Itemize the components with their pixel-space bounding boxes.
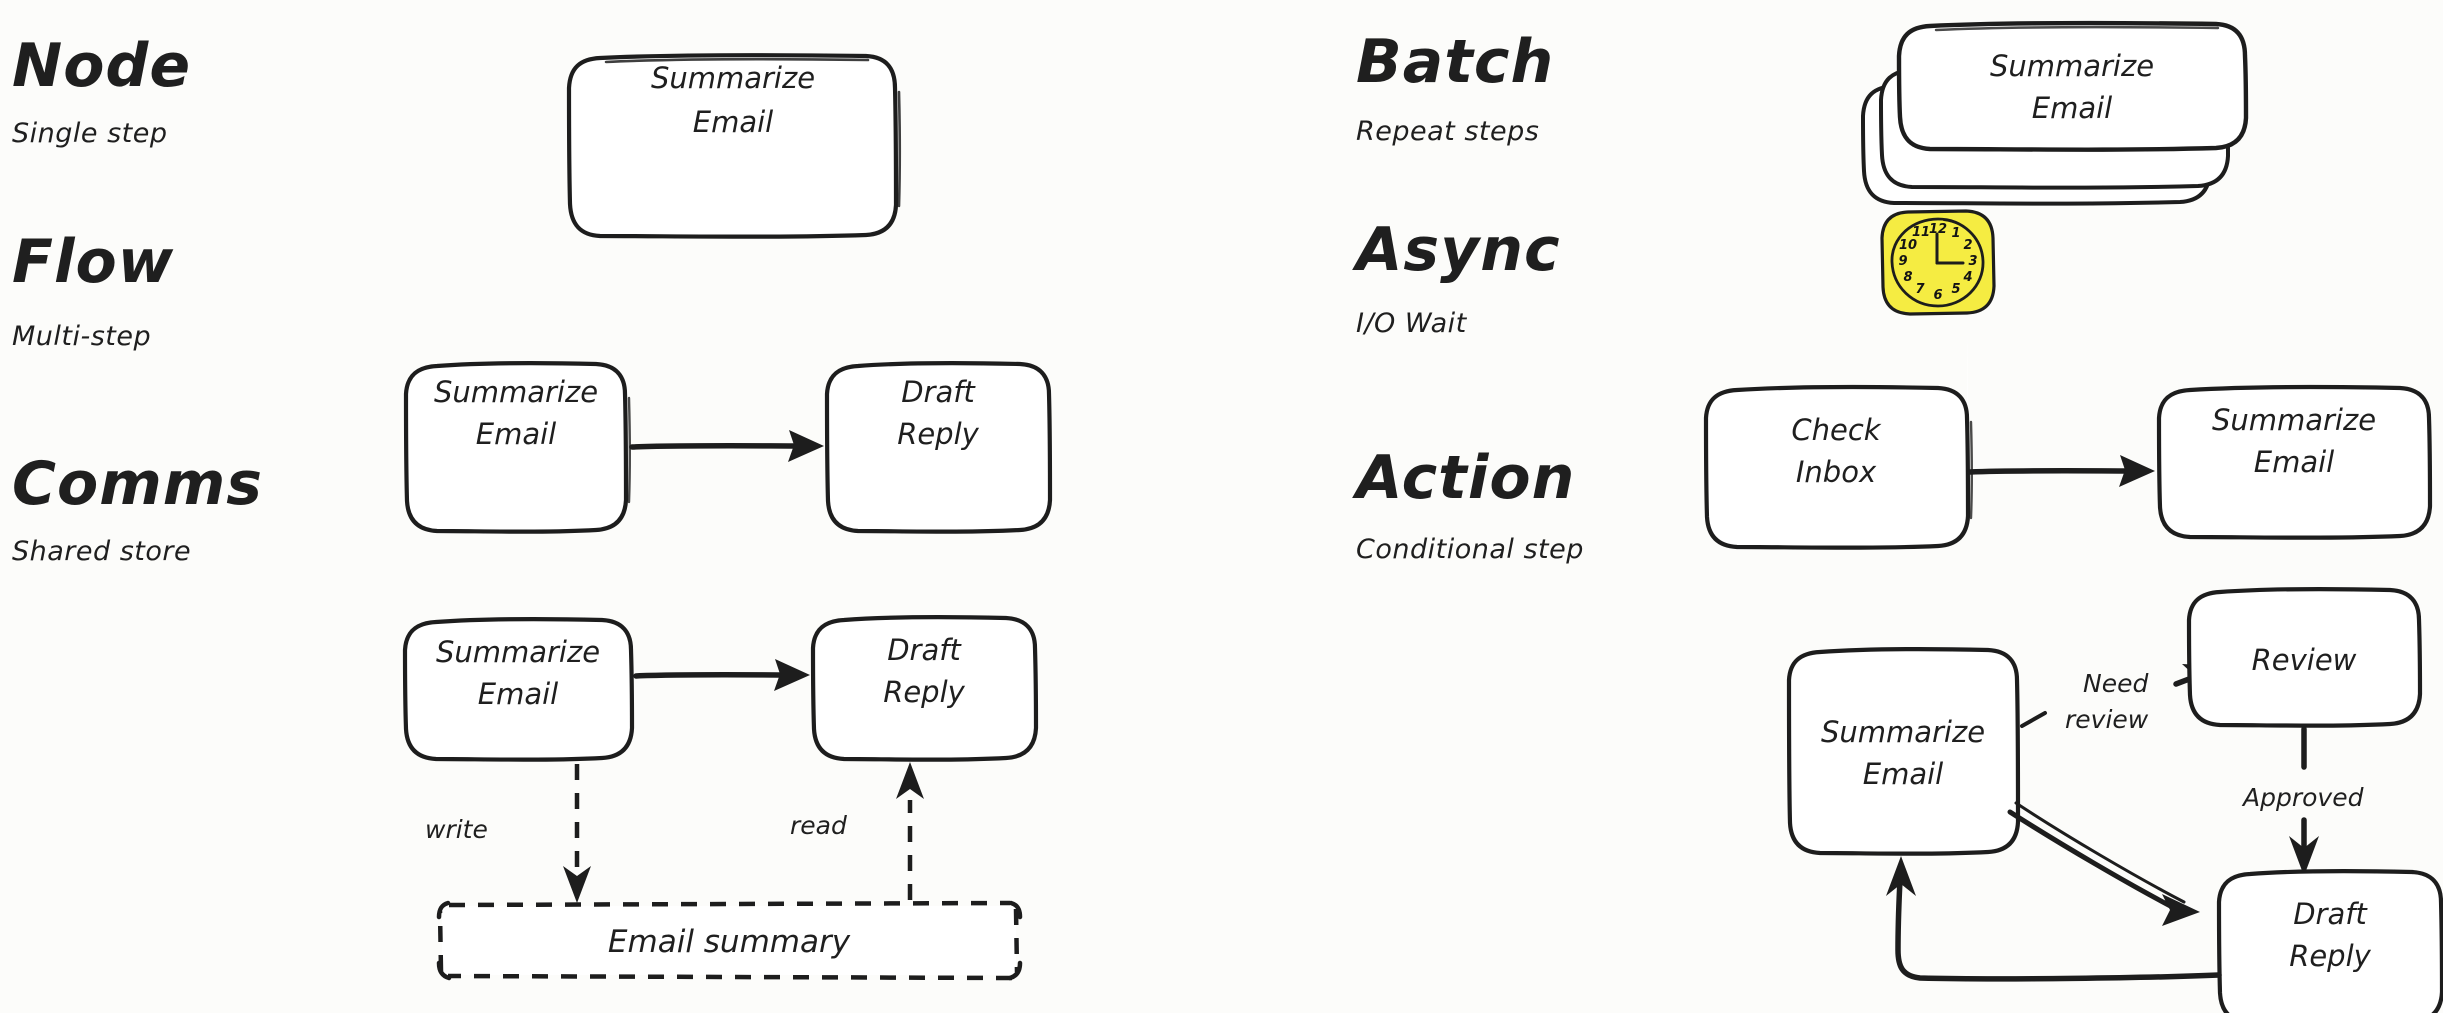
node-draft-reply-comms[interactable]: Draft Reply bbox=[810, 615, 1039, 762]
node-draft-reply-flow[interactable]: Draft Reply bbox=[824, 361, 1053, 534]
node-label-line2: Email bbox=[2254, 445, 2334, 479]
edge-label-review: review bbox=[2065, 705, 2149, 734]
section-batch-title: Batch bbox=[1356, 27, 1554, 97]
node-check-inbox[interactable]: Check Inbox bbox=[1703, 320, 1973, 550]
section-batch-subtitle: Repeat steps bbox=[1356, 116, 1539, 147]
node-label-line1: Draft bbox=[901, 375, 976, 409]
node-label-line2: Reply bbox=[2289, 939, 2371, 973]
store-label: Email summary bbox=[608, 924, 851, 960]
node-label-line2: Reply bbox=[897, 417, 979, 451]
edge-action-loop-back bbox=[1886, 856, 2222, 982]
clock-num-3: 3 bbox=[1968, 254, 1977, 269]
edge-label-read: read bbox=[790, 811, 847, 840]
action-title: Action bbox=[1352, 443, 1575, 513]
comms-subtitle: Shared store bbox=[12, 536, 191, 567]
edge-comms-write: write bbox=[425, 764, 591, 903]
clock-num-4: 4 bbox=[1962, 270, 1972, 285]
node-label-line2: Email bbox=[1863, 757, 1943, 791]
edge-flow-summarize-to-draft bbox=[629, 430, 824, 462]
node-label-line1: Summarize bbox=[1821, 715, 1985, 749]
edge-comms-read: read bbox=[790, 762, 924, 900]
edge-action-summarize-to-draft bbox=[2007, 801, 2200, 926]
node-label-line2: Email bbox=[476, 417, 556, 451]
node-summarize-email-flow[interactable]: Summarize Email bbox=[403, 361, 631, 534]
section-node: Node Single step Summarize Email bbox=[12, 31, 902, 239]
edge-comms-summarize-to-draft bbox=[633, 659, 810, 691]
node-label-line1: Summarize bbox=[651, 61, 815, 95]
edge-async-check-to-summarize bbox=[1967, 455, 2155, 487]
node-summarize-email-batch[interactable]: Summarize Email bbox=[1896, 20, 2249, 152]
section-comms: Comms Comms Comms Shared store Summarize… bbox=[12, 449, 1039, 981]
node-label-line1: Summarize bbox=[2212, 403, 2376, 437]
clock-num-11: 11 bbox=[1912, 225, 1930, 240]
section-async-title: Async bbox=[1352, 215, 1561, 285]
node-label-line2: Email bbox=[2032, 91, 2112, 125]
node-draft-reply-action[interactable]: Draft Reply bbox=[2216, 869, 2443, 1013]
clock-num-7: 7 bbox=[1915, 282, 1925, 297]
node-label-line2: Inbox bbox=[1796, 455, 1877, 489]
clock-num-12: 12 bbox=[1929, 222, 1947, 237]
clock-num-6: 6 bbox=[1933, 288, 1942, 303]
clock-icon: 12 1 2 3 4 5 6 7 8 9 10 11 bbox=[1880, 209, 1996, 316]
node-label-line2: Reply bbox=[883, 675, 965, 709]
edge-label-need: Need bbox=[2083, 669, 2148, 698]
clock-num-5: 5 bbox=[1951, 282, 1960, 297]
node-label-line1: Draft bbox=[2293, 897, 2368, 931]
clock-num-9: 9 bbox=[1898, 254, 1907, 269]
clock-num-10: 10 bbox=[1899, 238, 1917, 253]
section-flow: Flow Multi-step Summarize Email Draft Re… bbox=[12, 227, 1053, 534]
node-label-line1: Check bbox=[1791, 413, 1881, 447]
node-summarize-email-comms[interactable]: Summarize Email bbox=[402, 617, 635, 762]
node-label-line2: Email bbox=[478, 677, 558, 711]
edge-label-approved: Approved bbox=[2241, 783, 2364, 812]
clock-num-2: 2 bbox=[1963, 238, 1972, 253]
node-label-line2: Email bbox=[693, 105, 773, 139]
node-summarize-email[interactable]: Summarize Email bbox=[566, 53, 902, 239]
node-label-line1: Summarize bbox=[436, 635, 600, 669]
section-action: Action Conditional step Summarize Email … bbox=[1352, 443, 2443, 1013]
node-summarize-email-async[interactable]: Summarize Email bbox=[2156, 385, 2433, 540]
node-label-line1: Summarize bbox=[1990, 49, 2154, 83]
clock-num-8: 8 bbox=[1903, 270, 1912, 285]
node-label-line1: Summarize bbox=[434, 375, 598, 409]
store-email-summary[interactable]: Email summary bbox=[436, 900, 1023, 981]
node-label-review: Review bbox=[2252, 643, 2357, 677]
section-node-title: Node bbox=[12, 31, 191, 101]
node-review[interactable]: Review bbox=[2186, 587, 2423, 728]
section-async-subtitle: I/O Wait bbox=[1356, 308, 1468, 339]
clock-num-1: 1 bbox=[1951, 226, 1960, 241]
comms-title: Comms bbox=[12, 449, 263, 519]
section-flow-title: Flow bbox=[12, 227, 174, 297]
action-subtitle: Conditional step bbox=[1356, 534, 1584, 565]
edge-action-approved: Approved bbox=[2241, 726, 2364, 876]
section-async: Async I/O Wait Check Inbox 12 1 2 3 4 5 … bbox=[1352, 209, 2433, 550]
node-summarize-email-action[interactable]: Summarize Email bbox=[1786, 647, 2021, 856]
edge-label-write: write bbox=[425, 815, 488, 844]
section-batch: Batch Repeat steps Summarize Email bbox=[1356, 20, 2249, 206]
section-node-subtitle: Single step bbox=[12, 118, 168, 149]
section-flow-subtitle: Multi-step bbox=[12, 321, 151, 352]
node-label-line1: Draft bbox=[887, 633, 962, 667]
